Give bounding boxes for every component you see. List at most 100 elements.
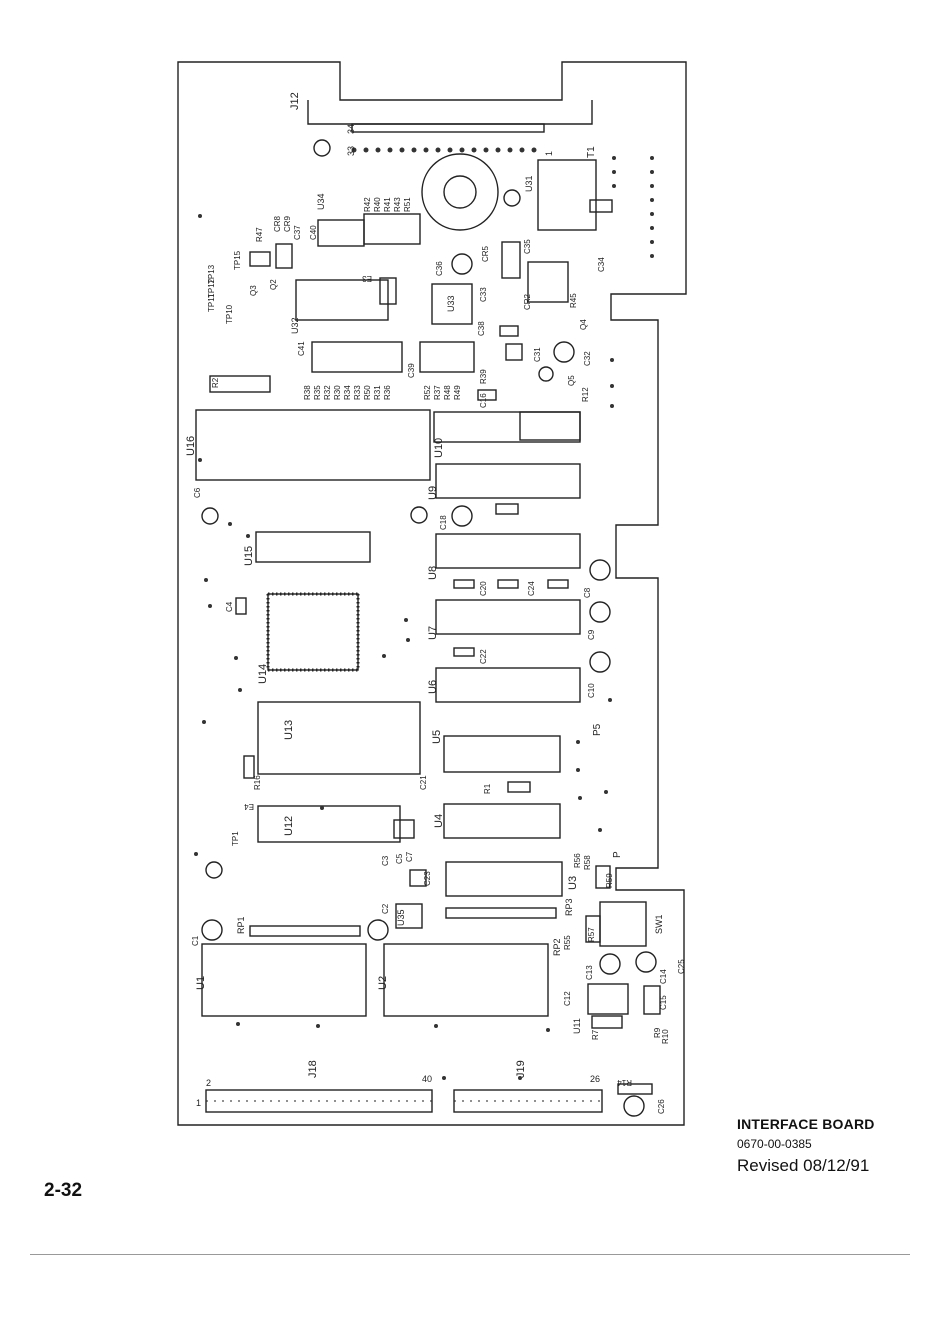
label-c37: C37 — [293, 225, 302, 240]
caption-block: INTERFACE BOARD 0670-00-0385 Revised 08/… — [737, 1116, 875, 1176]
u12-body — [257, 805, 401, 843]
label-r56: R56 — [573, 853, 582, 868]
label-c12: C12 — [563, 991, 572, 1006]
label-c24: C24 — [527, 581, 536, 596]
u34-body — [317, 219, 365, 247]
label-u13: U13 — [283, 720, 295, 740]
label-c21: C21 — [419, 775, 428, 790]
label-u11: U11 — [572, 1018, 582, 1034]
label-j12-pin-b: 34 — [346, 124, 356, 134]
label-r42: R42 — [363, 197, 372, 212]
label-j18: J18 — [307, 1060, 319, 1078]
label-r41: R41 — [383, 197, 392, 212]
label-c5: C5 — [395, 853, 404, 864]
label-c9: C9 — [587, 629, 596, 640]
label-c10: C10 — [587, 683, 596, 698]
label-j19-pin-26: 26 — [590, 1074, 600, 1084]
label-c33: C33 — [479, 287, 488, 302]
label-u35: U35 — [396, 909, 406, 926]
label-r1: R1 — [483, 783, 492, 794]
label-c1: C1 — [191, 935, 200, 946]
label-p: P — [612, 851, 623, 858]
label-j12-pin-1: 1 — [544, 151, 554, 156]
label-r43: R43 — [393, 197, 402, 212]
label-c18: C18 — [439, 515, 448, 530]
label-u3: U3 — [567, 876, 579, 890]
page-number: 2-32 — [44, 1180, 83, 1201]
u11-body — [587, 983, 629, 1015]
label-q4: Q4 — [579, 319, 588, 330]
label-cr5: CR5 — [481, 245, 490, 262]
label-t1: T1 — [586, 146, 597, 158]
label-c2: C2 — [381, 903, 390, 914]
label-u32: U32 — [290, 317, 300, 334]
u8-body — [435, 533, 581, 569]
label-r51: R51 — [403, 197, 412, 212]
label-r12: R12 — [581, 387, 590, 402]
u16-body — [195, 409, 431, 481]
j12-connector-body — [307, 100, 593, 125]
board-title: INTERFACE BOARD — [737, 1116, 875, 1132]
round-component — [421, 153, 499, 231]
label-r33: R33 — [353, 385, 362, 400]
resistor-array-left — [311, 341, 403, 373]
label-c13: C13 — [585, 965, 594, 980]
label-u4: U4 — [433, 814, 445, 828]
resistor-array-top — [363, 213, 421, 245]
label-sw1: SW1 — [654, 914, 664, 934]
label-r40: R40 — [373, 197, 382, 212]
u33-body — [431, 283, 473, 325]
rp2-body — [445, 907, 557, 919]
label-c8: C8 — [583, 587, 592, 598]
u4-body — [443, 803, 561, 839]
label-r38: R38 — [303, 385, 312, 400]
label-j18-pin-2: 2 — [206, 1078, 211, 1088]
label-r39: R39 — [479, 369, 488, 384]
label-c20: C20 — [479, 581, 488, 596]
label-c14: C14 — [659, 969, 668, 984]
label-j12: J12 — [289, 92, 301, 110]
label-tp15: TP15 — [233, 250, 242, 270]
u35-body — [395, 903, 423, 929]
u1-body — [201, 943, 367, 1017]
label-c25: C25 — [677, 959, 686, 974]
label-p5: P5 — [592, 723, 603, 736]
revision-date: Revised 08/12/91 — [737, 1155, 870, 1175]
label-q5: Q5 — [567, 375, 576, 386]
label-j18-pin-1: 1 — [196, 1098, 201, 1108]
label-u8: U8 — [427, 566, 439, 580]
label-u6: U6 — [427, 680, 439, 694]
label-u1: U1 — [195, 976, 207, 990]
label-c6: C6 — [193, 487, 202, 498]
label-r55: R55 — [563, 935, 572, 950]
resistor-array-mid — [419, 341, 475, 373]
label-tp10: TP10 — [225, 304, 234, 324]
label-c35: C35 — [523, 239, 532, 254]
label-u9: U9 — [427, 486, 439, 500]
ic-pin-ticks — [196, 409, 602, 1102]
label-r47: R47 — [255, 227, 264, 242]
u32-body — [295, 279, 389, 321]
label-r48: R48 — [443, 385, 452, 400]
label-j18-pin-40: 40 — [422, 1074, 432, 1084]
board-outline — [177, 61, 687, 1126]
label-c36: C36 — [435, 261, 444, 276]
label-tp13: TP13 — [207, 264, 216, 284]
label-cr9: CR9 — [283, 215, 292, 232]
label-c23: C23 — [423, 871, 432, 886]
label-c4: C4 — [225, 601, 234, 612]
u15-body — [255, 531, 371, 563]
label-u31: U31 — [524, 175, 534, 192]
label-c39: C39 — [407, 363, 416, 378]
label-cr8: CR8 — [273, 215, 282, 232]
label-r58: R58 — [583, 855, 592, 870]
label-u12: U12 — [283, 816, 295, 836]
label-r32: R32 — [323, 385, 332, 400]
label-e4: E4 — [244, 802, 254, 811]
label-r34: R34 — [343, 385, 352, 400]
scan-artifact-line — [30, 1254, 910, 1255]
label-q3: Q3 — [249, 285, 258, 296]
label-r37: R37 — [433, 385, 442, 400]
label-u10: U10 — [433, 438, 445, 458]
